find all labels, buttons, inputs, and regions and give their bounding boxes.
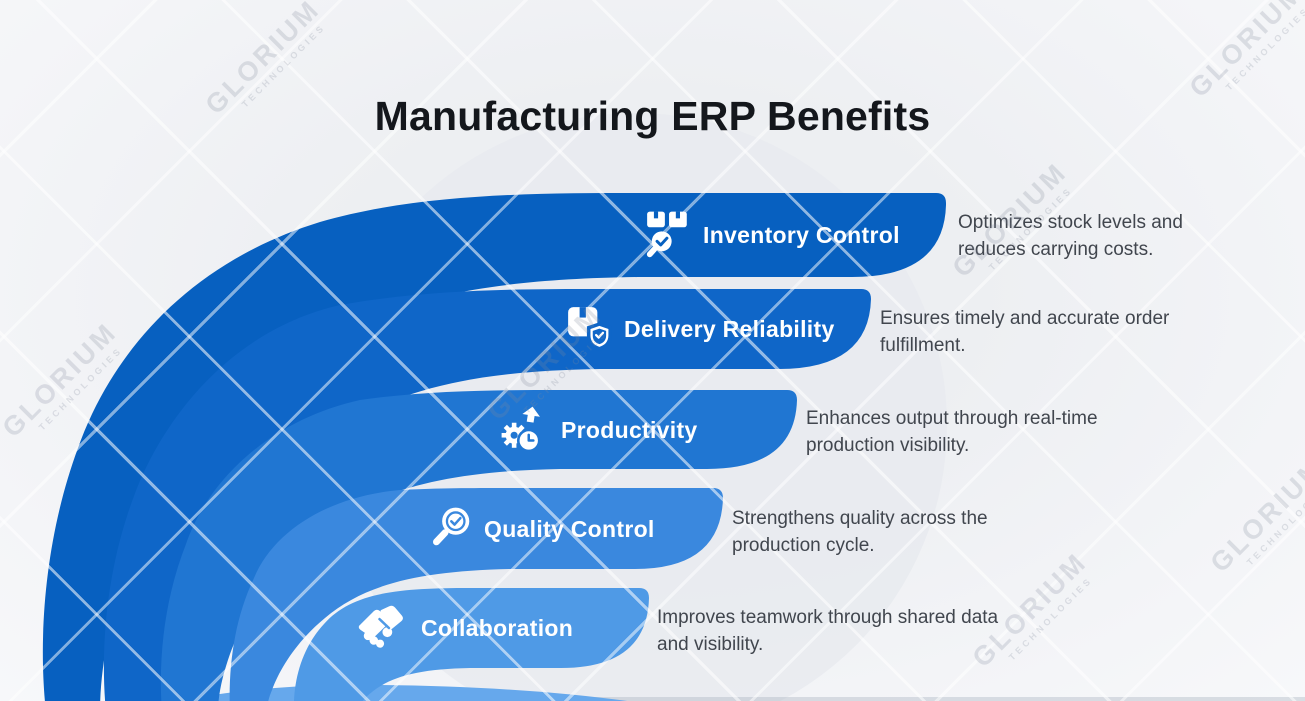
band-description: Ensures timely and accurate order fulfil…: [880, 308, 1170, 356]
band-label: Delivery Reliability: [624, 316, 835, 342]
band-label: Collaboration: [421, 615, 574, 641]
delivery-box-shield-icon: [565, 304, 613, 352]
band-label: Quality Control: [484, 516, 655, 542]
band-description: Optimizes stock levels and reduces carry…: [958, 212, 1183, 260]
band-description: Strengthens quality across the productio…: [732, 508, 988, 556]
band-label: Productivity: [561, 417, 698, 443]
quality-magnifier-check-icon: [427, 504, 475, 552]
productivity-gear-clock-icon: [499, 405, 547, 453]
band-description: Enhances output through real-time produc…: [806, 408, 1098, 456]
band-description: Improves teamwork through shared data an…: [657, 607, 999, 655]
band-label: Inventory Control: [703, 222, 900, 248]
collaboration-handshake-icon: [355, 604, 403, 652]
inventory-boxes-magnifier-icon: [644, 210, 692, 258]
